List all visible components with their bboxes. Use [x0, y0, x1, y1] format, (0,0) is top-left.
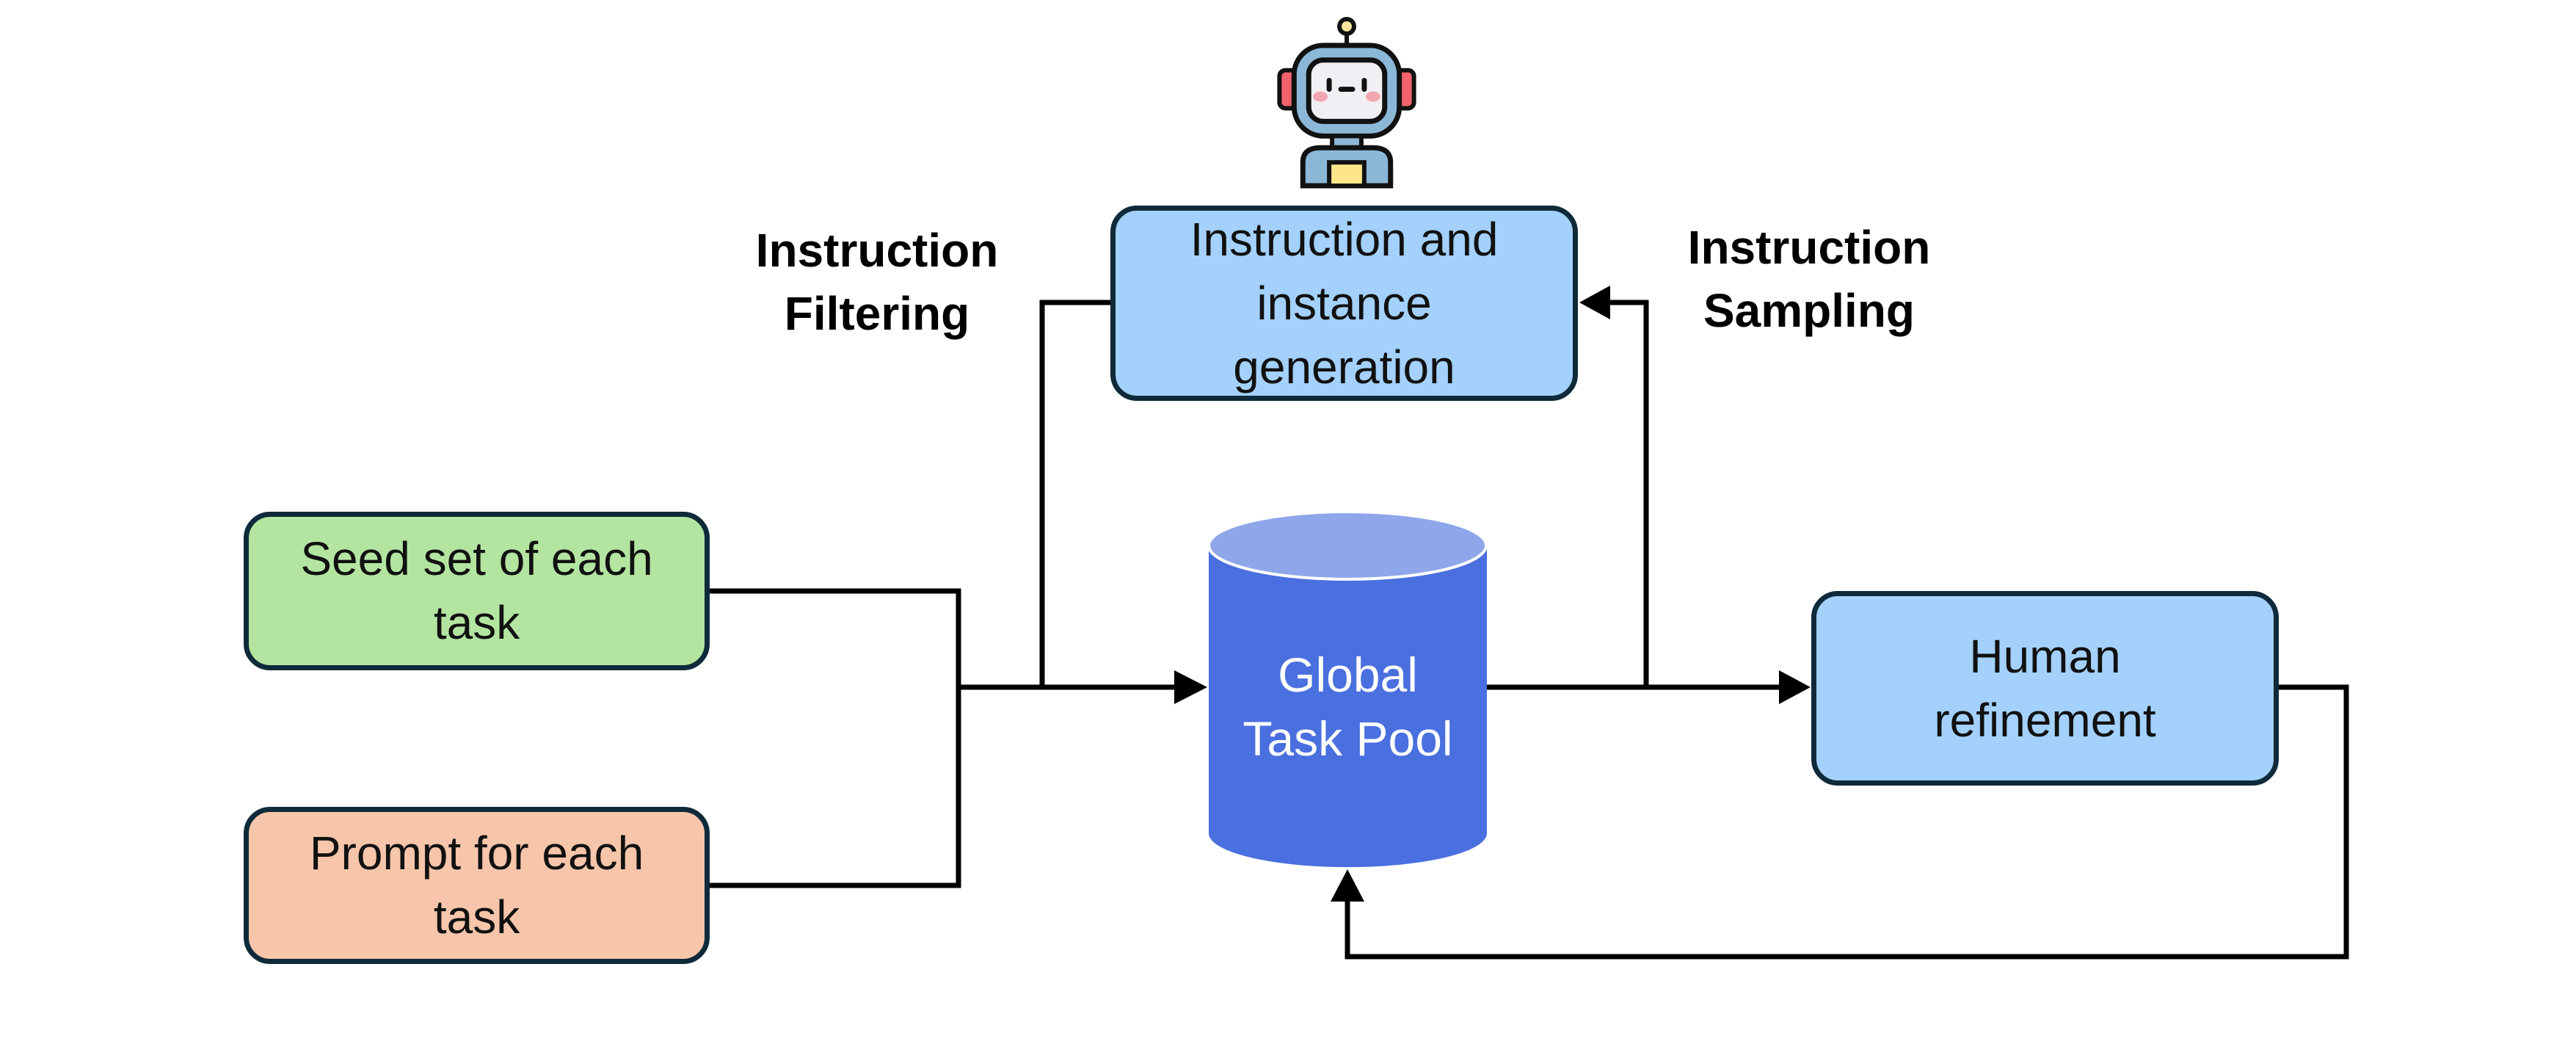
human-line-2: refinement — [1934, 693, 2156, 747]
seed-line-2: task — [433, 596, 520, 649]
arrowhead-human-in — [1779, 670, 1811, 704]
robot-icon — [1277, 16, 1416, 189]
prompt-line-2: task — [433, 891, 520, 943]
human-line-1: Human — [1969, 629, 2121, 683]
instruction-filtering-label: Instruction Filtering — [719, 219, 1035, 345]
instruction-generation-box[interactable]: Instruction and instance generation — [1110, 206, 1578, 401]
arrowhead-generation-in — [1579, 286, 1610, 319]
filtering-line-2: Filtering — [784, 287, 970, 340]
seed-line-1: Seed set of each — [300, 532, 653, 585]
cylinder-body — [1209, 545, 1487, 868]
pool-line-1: Global — [1278, 648, 1418, 702]
sampling-line-1: Instruction — [1687, 221, 1931, 274]
generation-line-1: Instruction and — [1190, 212, 1499, 266]
generation-line-2: instance — [1256, 276, 1432, 330]
cylinder-top — [1207, 510, 1488, 581]
edge-seed-to-junction — [710, 588, 961, 687]
edge-feedback — [1345, 684, 2349, 960]
arrowhead-pool-in — [1174, 670, 1207, 704]
filtering-line-1: Instruction — [755, 224, 999, 277]
generation-line-3: generation — [1233, 340, 1455, 394]
edge-filtering — [1039, 300, 1110, 687]
prompt-line-1: Prompt for each — [309, 827, 644, 880]
global-task-pool-cylinder — [1207, 510, 1488, 868]
edge-sampling — [1609, 300, 1649, 687]
sampling-line-2: Sampling — [1703, 284, 1915, 337]
human-refinement-box[interactable]: Human refinement — [1811, 591, 2279, 786]
seed-set-box[interactable]: Seed set of each task — [244, 512, 710, 670]
edge-prompt-to-junction — [710, 687, 961, 888]
pool-line-2: Task Pool — [1242, 711, 1453, 766]
instruction-sampling-label: Instruction Sampling — [1651, 216, 1967, 342]
prompt-box[interactable]: Prompt for each task — [244, 807, 710, 964]
arrowhead-pool-bottom-in — [1331, 869, 1364, 902]
global-task-pool-label[interactable]: Global Task Pool — [1209, 643, 1487, 771]
